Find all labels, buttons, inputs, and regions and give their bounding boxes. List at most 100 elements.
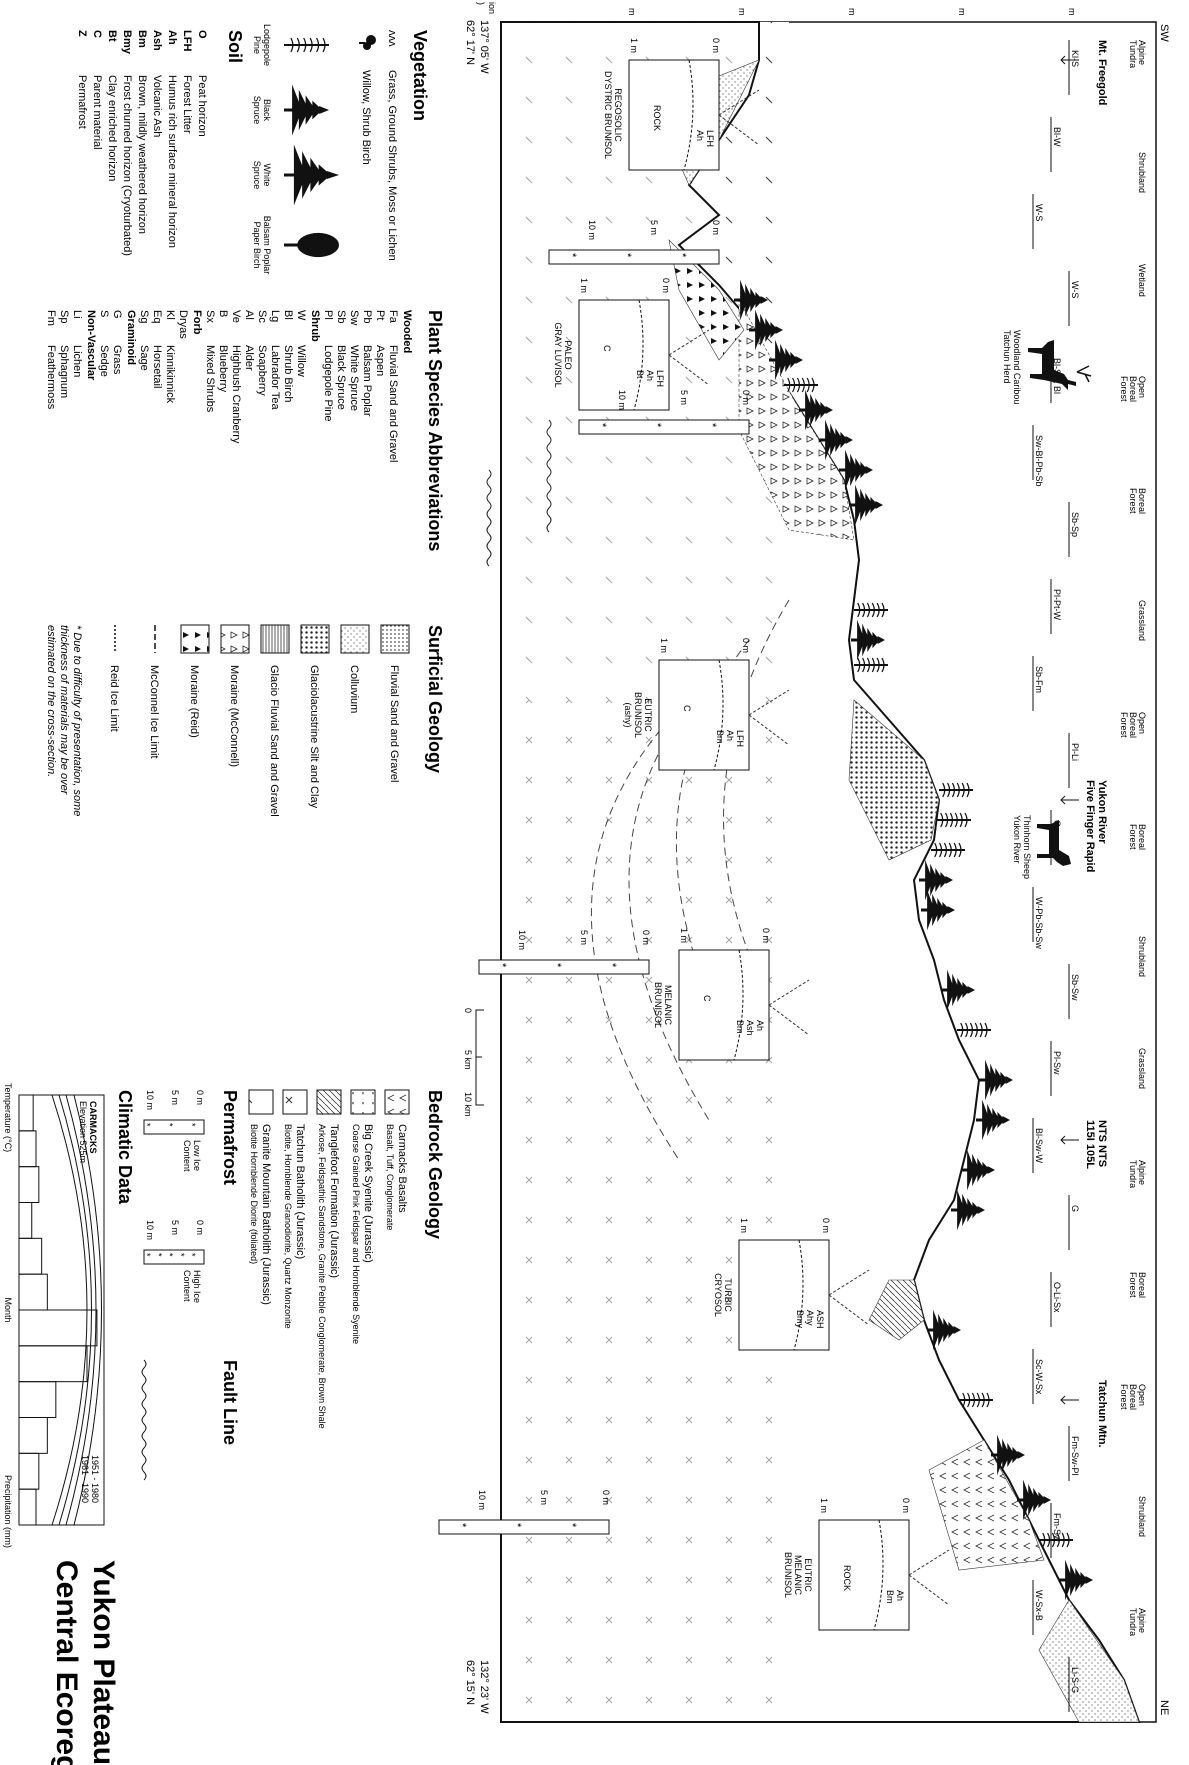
pine-tree-symbol bbox=[939, 782, 973, 798]
surficial-heading: Surficial Geology bbox=[425, 625, 445, 773]
surficial-label: Colluvium bbox=[348, 665, 360, 713]
plant-name: Sedge bbox=[98, 345, 110, 377]
permafrost-mark: * bbox=[566, 253, 578, 258]
elevation-tick: m bbox=[847, 8, 857, 16]
plant-code: S bbox=[98, 310, 110, 317]
permafrost-column: ***0 m5 m10 m bbox=[478, 930, 651, 975]
vegetation-zone-label: Wetland bbox=[1137, 264, 1147, 297]
sheep-symbol bbox=[1037, 820, 1071, 866]
scale-tick-10: 10 km bbox=[463, 1092, 473, 1117]
profile-depth-bottom: 1 m bbox=[739, 1218, 749, 1233]
pine-tree-symbol bbox=[854, 657, 888, 673]
plant-name: Fluvial Sand and Gravel bbox=[387, 345, 399, 462]
caribou-label: Woodland CaribouTatchun Herd bbox=[1002, 330, 1022, 404]
profile-depth-bottom: 1 m bbox=[819, 1498, 829, 1513]
plant-code: Kl bbox=[164, 310, 176, 320]
plant-code: Pb bbox=[361, 310, 373, 323]
soil-code: Ah bbox=[166, 30, 178, 45]
temperature-curve bbox=[58, 1094, 92, 1526]
spruce-tree-symbol bbox=[799, 389, 833, 431]
spruce-tree-symbol bbox=[734, 279, 768, 321]
borehole-depth-tick: 0 m bbox=[741, 390, 751, 405]
spruce-tree-symbol bbox=[951, 1189, 985, 1231]
plant-name: White Spruce bbox=[348, 345, 360, 411]
fault-line-heading: Fault Line bbox=[220, 1360, 240, 1445]
permafrost-mark: * bbox=[621, 253, 633, 258]
soil-code-label: Volcanic Ash bbox=[151, 75, 163, 137]
plant-name: Willow bbox=[295, 345, 307, 377]
plant-code: Sp bbox=[58, 310, 70, 323]
surficial-label: Glaciolacustrine Silt and Clay bbox=[308, 665, 320, 809]
right-longitude: 132° 23' W bbox=[478, 1660, 490, 1714]
plant-code: Pl bbox=[322, 310, 334, 320]
vegetation-code: W-Pb-Sb-Sw bbox=[1034, 897, 1044, 949]
borehole-depth-tick: 10 m bbox=[477, 1490, 487, 1510]
profile-depth-top: 0 m bbox=[711, 38, 721, 53]
plant-group-name: Graminoid bbox=[125, 310, 137, 365]
elevation-tick: m bbox=[627, 8, 637, 16]
profile-horizons: ASHAhyBmy bbox=[795, 1310, 825, 1329]
profile-depth-bottom: 1 m bbox=[579, 278, 589, 293]
vegetation-code: Sb-Sp bbox=[1070, 512, 1080, 537]
vegetation-zone-label: OpenBorealForest bbox=[1119, 712, 1147, 738]
vegetation-zone-label: Shrubland bbox=[1137, 936, 1147, 977]
profile-soil-name: EUTRICBRUNISOL(ashy) bbox=[623, 692, 653, 738]
spruce-tree-symbol bbox=[1059, 1559, 1093, 1601]
soil-code-label: Permafrost bbox=[76, 75, 88, 129]
borehole-depth-tick: 0 m bbox=[711, 220, 721, 235]
permafrost-mark: * bbox=[456, 1523, 468, 1528]
plant-name: Lodgepole Pine bbox=[322, 345, 334, 421]
plant-code: Li bbox=[71, 310, 83, 319]
surficial-label: Glacio Fluvial Sand and Gravel bbox=[268, 665, 280, 817]
vegetation-heading: Vegetation bbox=[410, 30, 430, 121]
vegetation-zone-label: OpenBorealForest bbox=[1119, 1384, 1147, 1410]
permafrost-mark: * bbox=[496, 963, 508, 968]
borehole-depth-tick: 5 m bbox=[539, 1490, 549, 1505]
bedrock-sub: Basalt, Tuff, Conglomerate bbox=[385, 1124, 395, 1230]
profile-depth-bottom: 1 m bbox=[659, 638, 669, 653]
grass-symbol: ᴧᴧᴧ bbox=[386, 30, 398, 47]
pine-tree-symbol bbox=[1039, 1532, 1073, 1548]
plant-code: Dryas bbox=[177, 310, 189, 339]
permafrost-depth-tick: 5 m bbox=[170, 1090, 180, 1105]
spruce-tree-symbol bbox=[927, 1309, 961, 1351]
bedrock-swatch bbox=[248, 1089, 274, 1115]
profile-soil-name: EUTRICMELANICBRUNISOL bbox=[783, 1552, 813, 1598]
spruce-tree-symbol bbox=[919, 859, 953, 901]
sheep-label: Thinhorn SheepYukon River bbox=[1012, 815, 1032, 879]
profile-soil-name: TURBICCRYOSOL bbox=[713, 1273, 733, 1317]
pine-tree-symbol bbox=[854, 602, 888, 618]
borehole-depth-tick: 5 m bbox=[579, 930, 589, 945]
elevation-tick: m bbox=[1067, 8, 1077, 16]
plant-name: Mixed Shrubs bbox=[204, 345, 216, 413]
vegetation-code: Fm-Sw bbox=[1052, 1513, 1062, 1542]
permafrost-mark: * bbox=[142, 1253, 152, 1257]
surficial-swatch bbox=[380, 624, 410, 654]
soil-code: LFH bbox=[181, 30, 193, 51]
profile-soil-name: MELANICBRUNISOL bbox=[653, 982, 673, 1028]
vegetation-zone-label: BorealForest bbox=[1128, 1272, 1147, 1298]
climate-station-sub: Elevation 525m bbox=[78, 1101, 88, 1163]
permafrost-legend: Permafrost Low IceContent***0 m5 m10 mHi… bbox=[142, 1090, 240, 1303]
permafrost-depth-tick: 10 m bbox=[145, 1090, 155, 1110]
place-label: Tatchun Mtn. bbox=[1096, 1380, 1108, 1448]
borehole-depth-tick: 10 m bbox=[587, 220, 597, 240]
vegetation-code: G bbox=[1070, 1205, 1080, 1212]
vegetation-zone-labels: AlpineTundraShrublandWetlandOpenBorealFo… bbox=[1119, 40, 1147, 1636]
legend-tree-label: Balsam PoplarPaper Birch bbox=[252, 216, 272, 275]
plant-species-heading: Plant Species Abbreviations bbox=[425, 310, 445, 551]
bedrock-swatch bbox=[384, 1089, 410, 1115]
permafrost-swatch-label: High IceContent bbox=[182, 1270, 202, 1303]
bedrock-swatch bbox=[316, 1089, 342, 1115]
permafrost-mark: * bbox=[165, 1123, 175, 1127]
scale-tick-0: 0 bbox=[463, 1008, 473, 1013]
poster-title: Yukon Plateau Central Ecoregion bbox=[50, 1560, 120, 1765]
vegetation-code: O-Li-Sx bbox=[1052, 1282, 1062, 1313]
profile-soil-name: REGOSOLICDYSTRIC BRUNISOL bbox=[603, 71, 623, 159]
permafrost-mark: * bbox=[551, 963, 563, 968]
surficial-note: * Due to difficulty of presentation, som… bbox=[45, 625, 83, 816]
